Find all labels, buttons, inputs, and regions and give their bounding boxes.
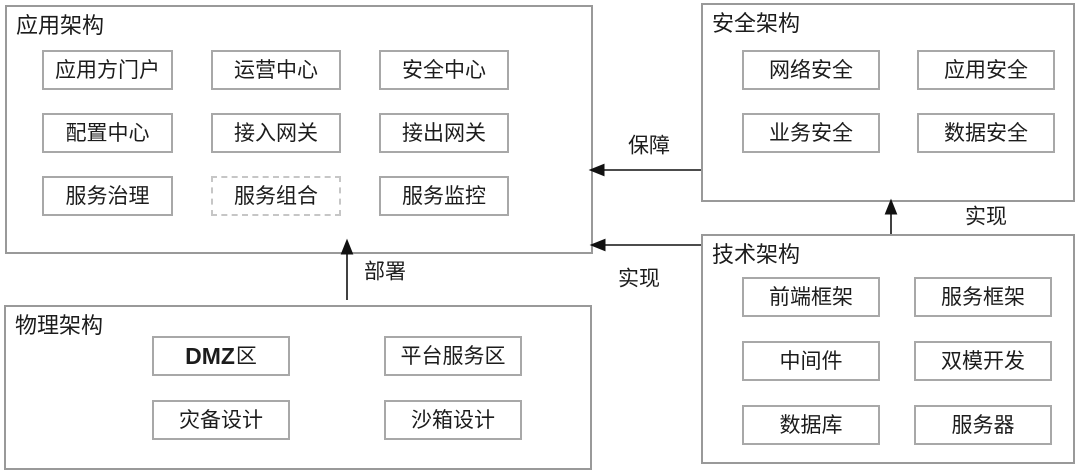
arrow-label-realize-application: 实现 (618, 266, 660, 291)
node-bimodal-development: 双模开发 (914, 341, 1052, 381)
node-sandbox-design: 沙箱设计 (384, 400, 522, 440)
node-middleware: 中间件 (742, 341, 880, 381)
panel-application-architecture: 应用架构 应用方门户运营中心安全中心配置中心接入网关接出网关服务治理服务组合服务… (5, 5, 593, 254)
node-service-composition: 服务组合 (211, 176, 341, 216)
node-business-security: 业务安全 (742, 113, 880, 153)
node-operation-center: 运营中心 (211, 50, 341, 90)
node-inbound-gateway: 接入网关 (211, 113, 341, 153)
arrow-label-realize-security: 实现 (965, 204, 1007, 229)
node-app-portal: 应用方门户 (42, 50, 173, 90)
node-data-security: 数据安全 (917, 113, 1055, 153)
node-server: 服务器 (914, 405, 1052, 445)
node-platform-service-zone: 平台服务区 (384, 336, 522, 376)
panel-title-application: 应用架构 (16, 13, 105, 38)
panel-technology-architecture: 技术架构 前端框架服务框架中间件双模开发数据库服务器 (701, 234, 1075, 464)
arrow-label-deploy: 部署 (364, 259, 406, 284)
node-config-center: 配置中心 (42, 113, 173, 153)
node-service-governance: 服务治理 (42, 176, 173, 216)
panel-title-technology: 技术架构 (712, 242, 801, 267)
node-security-center: 安全中心 (379, 50, 509, 90)
node-service-monitoring: 服务监控 (379, 176, 509, 216)
arrow-label-guarantee: 保障 (628, 133, 670, 158)
node-grid-technology: 前端框架服务框架中间件双模开发数据库服务器 (703, 236, 1073, 462)
node-application-security: 应用安全 (917, 50, 1055, 90)
node-disaster-recovery-design: 灾备设计 (152, 400, 290, 440)
node-grid-security: 网络安全应用安全业务安全数据安全 (703, 5, 1073, 200)
panel-security-architecture: 安全架构 网络安全应用安全业务安全数据安全 (701, 3, 1075, 202)
panel-title-security: 安全架构 (712, 11, 801, 36)
node-network-security: 网络安全 (742, 50, 880, 90)
node-database: 数据库 (742, 405, 880, 445)
node-outbound-gateway: 接出网关 (379, 113, 509, 153)
node-frontend-framework: 前端框架 (742, 277, 880, 317)
panel-title-physical: 物理架构 (15, 313, 104, 338)
node-grid-application: 应用方门户运营中心安全中心配置中心接入网关接出网关服务治理服务组合服务监控 (7, 7, 591, 252)
node-service-framework: 服务框架 (914, 277, 1052, 317)
